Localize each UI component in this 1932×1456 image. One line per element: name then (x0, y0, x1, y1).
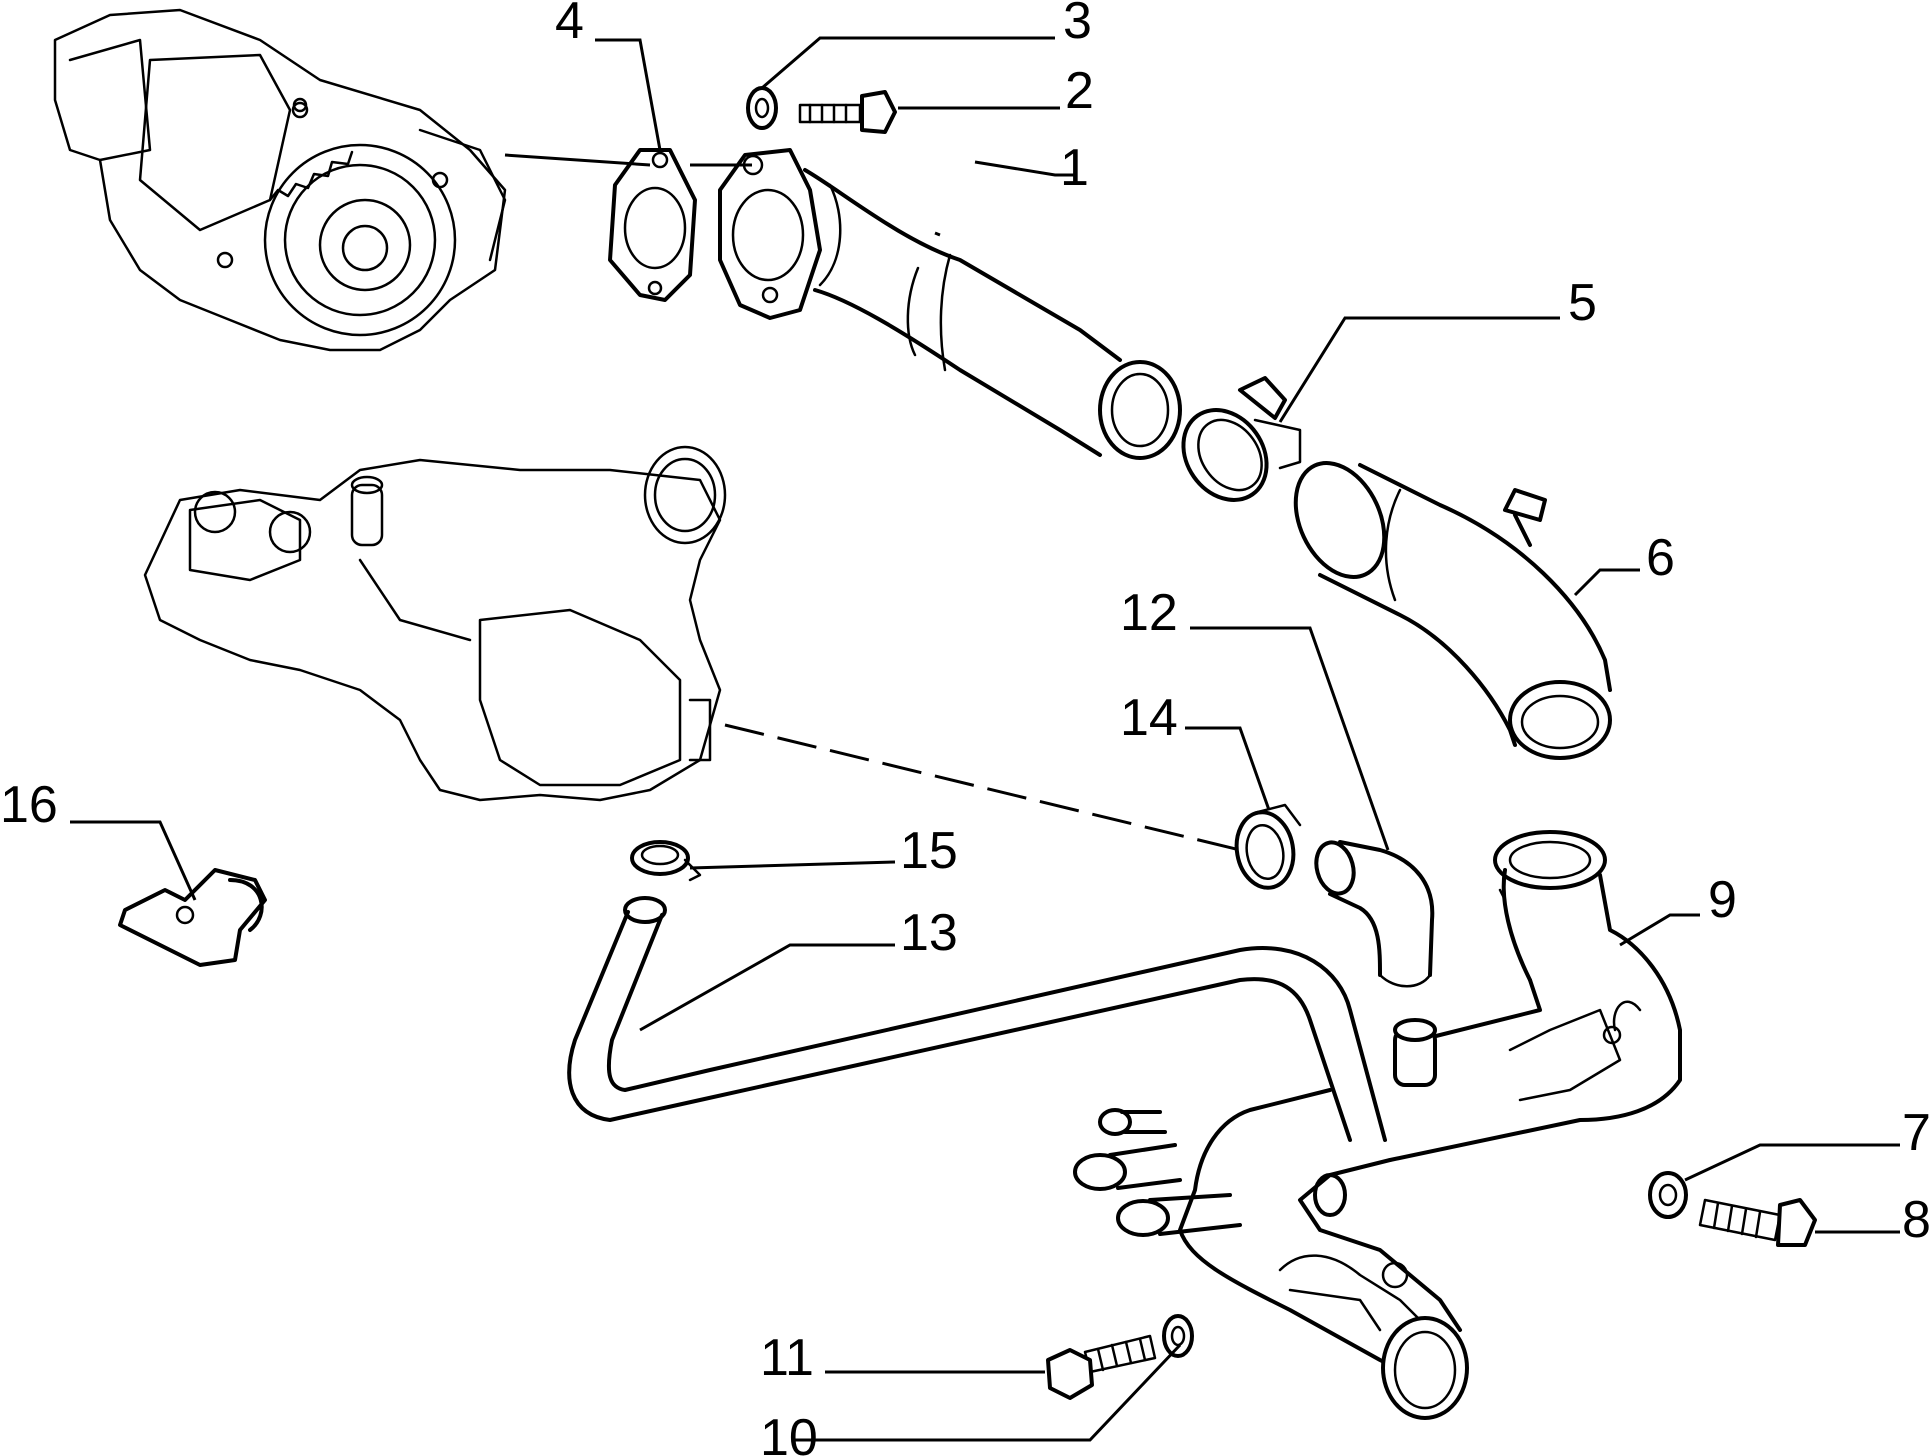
callout-10: 10 (760, 1409, 818, 1456)
callout-11: 11 (760, 1329, 814, 1387)
small-elbow-hose-part-12 (1314, 840, 1435, 988)
gasket-part-4 (608, 148, 697, 302)
callout-16: 16 (0, 776, 58, 834)
callout-15: 15 (900, 822, 958, 880)
connection-lines (504, 153, 1241, 852)
thermostat-housing-assembly (143, 445, 727, 802)
bolt-part-11 (1046, 1334, 1157, 1400)
leader-lines (70, 36, 1900, 1442)
callout-1: 1 (1060, 139, 1089, 197)
callout-5: 5 (1568, 274, 1597, 332)
water-pipe-assembly-part-9 (1073, 830, 1682, 1420)
hose-clamp-part-5 (1181, 376, 1302, 502)
washer-part-10 (1162, 1314, 1194, 1358)
washer-part-7 (1648, 1171, 1688, 1219)
callout-12: 12 (1120, 584, 1178, 642)
callout-9: 9 (1708, 871, 1737, 929)
outlet-pipe-part-1 (718, 148, 1182, 460)
water-pump-assembly (53, 8, 507, 352)
elbow-hose-part-6 (1293, 461, 1612, 760)
bolt-part-8 (1698, 1198, 1817, 1247)
washer-part-3 (746, 86, 778, 130)
bracket-clip-part-16 (118, 868, 267, 967)
hose-clamp-part-15 (630, 840, 702, 882)
callout-6: 6 (1646, 529, 1675, 587)
callout-4: 4 (555, 0, 584, 50)
bolt-part-2 (798, 90, 897, 134)
hose-clamp-part-14 (1234, 803, 1302, 890)
callout-2: 2 (1065, 62, 1094, 120)
callout-8: 8 (1902, 1191, 1931, 1249)
callout-3: 3 (1063, 0, 1092, 50)
bent-pipe-part-13 (567, 896, 1387, 1217)
callout-13: 13 (900, 904, 958, 962)
callout-14: 14 (1120, 689, 1178, 747)
callout-7: 7 (1902, 1104, 1931, 1162)
